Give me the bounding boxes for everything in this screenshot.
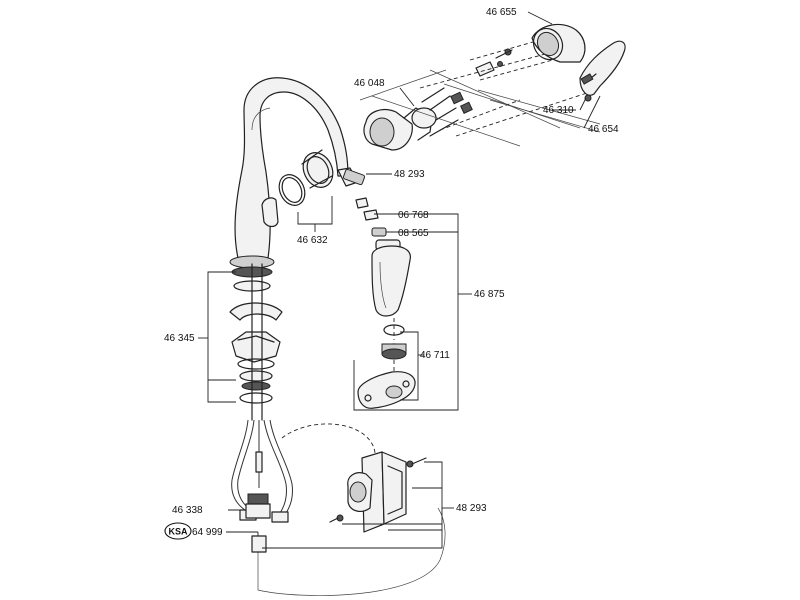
label-46338: 46 338 [172, 505, 203, 516]
label-46310: 46 310 [543, 105, 574, 116]
lever-handle-46654 [579, 40, 626, 102]
ksa-badge-text: KSA [168, 527, 188, 537]
label-46632: 46 632 [297, 235, 328, 246]
hose-routing-dashed [257, 423, 446, 596]
cap-46655 [527, 11, 586, 63]
spout-connector [342, 168, 392, 186]
label-46655: 46 655 [486, 7, 517, 18]
spray-connectors [355, 197, 387, 237]
label-08565: 08 565 [398, 228, 429, 239]
spray-parts-lower [357, 318, 424, 409]
label-46711: 46 711 [420, 350, 450, 361]
alignment-lines-top [359, 39, 601, 147]
spray-head [371, 239, 411, 317]
ksa-badge: KSA [164, 522, 192, 540]
part-labels: 46 655 46 048 46 310 46 654 48 293 46 63… [164, 7, 619, 538]
label-64999: 64 999 [192, 527, 223, 538]
label-48293-top: 48 293 [394, 169, 425, 180]
label-46048: 46 048 [354, 78, 385, 89]
label-46875: 46 875 [474, 289, 505, 300]
faucet-body [229, 77, 359, 269]
label-46654: 46 654 [588, 124, 619, 135]
upper-leaders [399, 87, 601, 129]
label-46345: 46 345 [164, 333, 195, 344]
mounting-kit [198, 263, 283, 421]
connector-46338 [226, 493, 271, 553]
hose-guide-48293 [262, 451, 454, 549]
bracket-46875 [353, 213, 472, 411]
label-48293-bottom: 48 293 [456, 503, 487, 514]
sleeve-and-oring [278, 149, 334, 232]
cartridge-assembly [363, 48, 513, 151]
label-06768: 06 768 [398, 210, 429, 221]
